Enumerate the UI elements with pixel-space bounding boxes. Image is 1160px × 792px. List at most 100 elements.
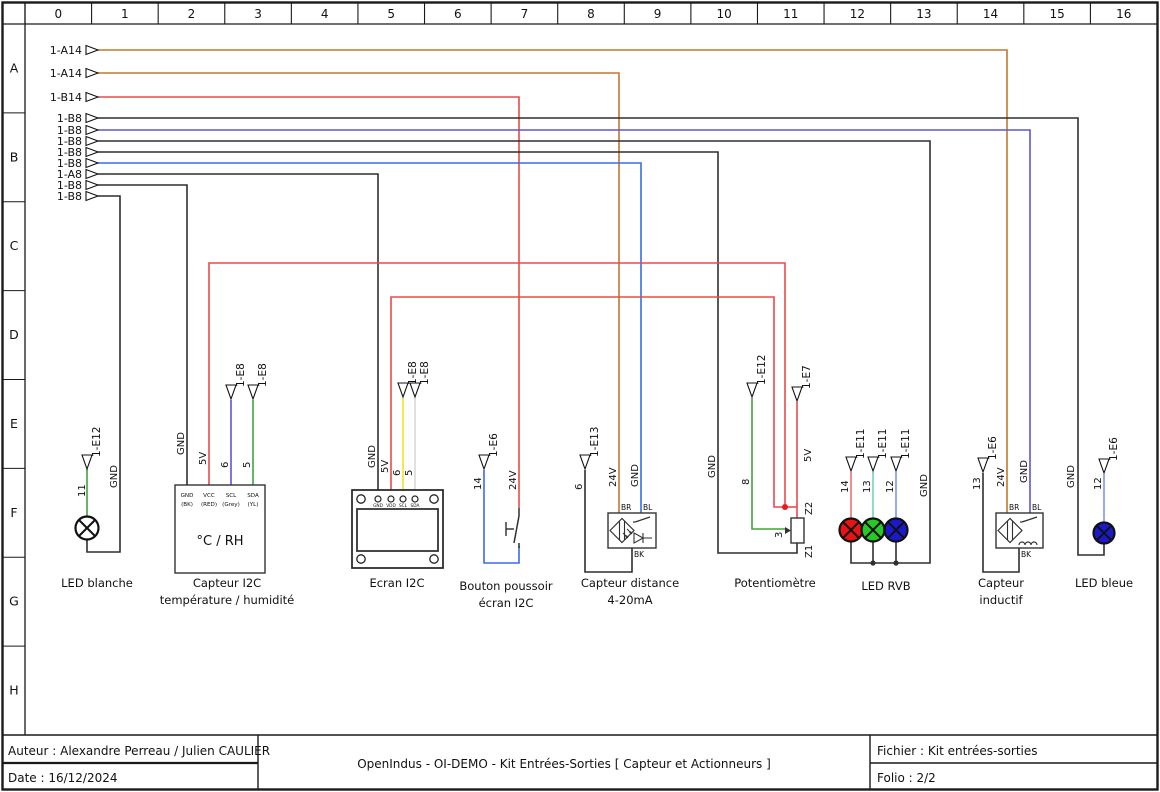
component-caption: 4-20mA xyxy=(607,593,652,607)
lamp-icon xyxy=(78,519,96,537)
wire xyxy=(483,470,520,564)
dest-ref-arrow-icon xyxy=(746,382,758,399)
source-ref-arrow-icon xyxy=(85,146,100,158)
wire-label: GND xyxy=(707,455,718,478)
coil-icon xyxy=(1018,541,1038,546)
dest-ref-label: 1-E6 xyxy=(1108,437,1120,461)
wire-label: Z2 xyxy=(804,502,815,515)
dest-ref-arrow-icon xyxy=(409,382,421,399)
dest-ref-arrow-icon xyxy=(225,384,237,401)
column-header-label: 6 xyxy=(454,7,462,21)
pin-label: BL xyxy=(643,503,653,512)
source-ref-arrow-icon xyxy=(85,112,100,124)
source-ref-label: 1-B8 xyxy=(57,124,82,137)
wire-1-A8 xyxy=(98,173,379,496)
component-caption: Ecran I2C xyxy=(369,576,424,590)
wire-label: 6 xyxy=(220,462,231,468)
switch-icon xyxy=(634,516,651,523)
dest-ref-label: 1-E8 xyxy=(407,361,419,385)
junction-dot xyxy=(870,560,876,566)
wire-1-B8 xyxy=(98,140,931,564)
column-header-label: 3 xyxy=(254,7,262,21)
wire xyxy=(751,398,786,530)
dest-ref-label: 1-E7 xyxy=(801,365,813,389)
wire-label: 6 xyxy=(392,470,403,476)
dest-ref-arrow-icon xyxy=(867,456,879,473)
row-header-label: C xyxy=(10,238,19,253)
column-header-label: 10 xyxy=(717,7,732,21)
pin-label: BL xyxy=(1032,503,1042,512)
source-ref-arrow-icon xyxy=(85,168,100,180)
dest-ref-label: 1-E11 xyxy=(877,429,889,459)
wire-label: 5V xyxy=(803,449,814,462)
source-ref-label: 1-A14 xyxy=(50,67,82,80)
oled-pin-label: SDA xyxy=(411,503,420,509)
wire-label: 5 xyxy=(404,470,415,476)
column-header-label: 9 xyxy=(654,7,662,21)
wire-label: GND xyxy=(1019,460,1030,483)
pin-label: BK xyxy=(1021,550,1032,559)
i2c-sensor-pin-label: (YL) xyxy=(248,502,259,508)
proximity-diamond-icon xyxy=(997,517,1023,544)
oled-mounting-hole-icon xyxy=(429,494,439,504)
wire-label: GND xyxy=(919,474,930,497)
potentiometer-body xyxy=(790,517,805,544)
component-caption: LED RVB xyxy=(861,579,910,593)
wire-label: GND xyxy=(1066,465,1077,488)
column-header-label: 4 xyxy=(321,7,329,21)
wire-label: GND xyxy=(176,432,187,455)
wire-1-B8 xyxy=(98,129,1031,513)
wire-1-B8 xyxy=(86,195,121,553)
component-caption: LED bleue xyxy=(1075,576,1133,590)
titleblock-fichier: Fichier : Kit entrées-sorties xyxy=(877,744,1038,758)
oled-screen xyxy=(356,508,439,552)
pin-label: BK xyxy=(634,550,645,559)
oled-pin-hole-icon xyxy=(399,495,407,503)
dest-ref-label: 1-E12 xyxy=(756,355,768,385)
wire-label: 11 xyxy=(77,484,88,497)
wire xyxy=(208,262,786,507)
wire-label: 24V xyxy=(608,467,619,487)
wire-label: 8 xyxy=(741,479,752,485)
column-header-label: 8 xyxy=(587,7,595,21)
i2c-sensor-title: °C / RH xyxy=(196,534,243,549)
titleblock-title: OpenIndus - OI-DEMO - Kit Entrées-Sortie… xyxy=(357,757,771,771)
i2c-sensor-pin-label: (RED) xyxy=(201,502,217,508)
oled-mounting-hole-icon xyxy=(356,554,366,564)
wire xyxy=(390,296,785,508)
wire-label: GND xyxy=(109,465,120,488)
component-caption: Capteur xyxy=(978,576,1024,590)
dest-ref-label: 1-E6 xyxy=(488,433,500,457)
switch-icon xyxy=(1021,516,1038,523)
dest-ref-label: 1-E11 xyxy=(855,429,867,459)
column-header-label: 12 xyxy=(850,7,865,21)
component-caption: Potentiomètre xyxy=(734,576,816,590)
i2c-sensor-pin-label: VCC xyxy=(203,493,215,499)
oled-pin-hole-icon xyxy=(374,495,382,503)
i2c-sensor-pin-label: (Grey) xyxy=(222,502,240,508)
i2c-sensor-pin-label: SDA xyxy=(247,493,259,499)
pin-label: BR xyxy=(1009,503,1019,512)
wire-1-B14 xyxy=(98,96,520,508)
wire-1-B8 xyxy=(98,117,1105,556)
source-ref-arrow-icon xyxy=(85,44,100,56)
photodiode-icon xyxy=(633,532,645,544)
oled-mounting-hole-icon xyxy=(429,554,439,564)
wire xyxy=(584,470,633,573)
row-header-label: A xyxy=(10,60,19,75)
dest-ref-label: 1-E12 xyxy=(91,427,103,457)
wire-label: GND xyxy=(367,445,378,468)
column-header-label: 13 xyxy=(916,7,931,21)
i2c-sensor-pin-label: GND xyxy=(181,493,194,499)
dest-ref-arrow-icon xyxy=(977,457,989,474)
source-ref-arrow-icon xyxy=(85,135,100,147)
row-header-label: B xyxy=(10,149,19,164)
junction-dot xyxy=(893,560,899,566)
titleblock-folio: Folio : 2/2 xyxy=(877,771,936,785)
column-header-label: 15 xyxy=(1049,7,1064,21)
lamp-icon xyxy=(842,521,860,539)
column-header-label: 16 xyxy=(1116,7,1131,21)
source-ref-arrow-icon xyxy=(85,124,100,136)
